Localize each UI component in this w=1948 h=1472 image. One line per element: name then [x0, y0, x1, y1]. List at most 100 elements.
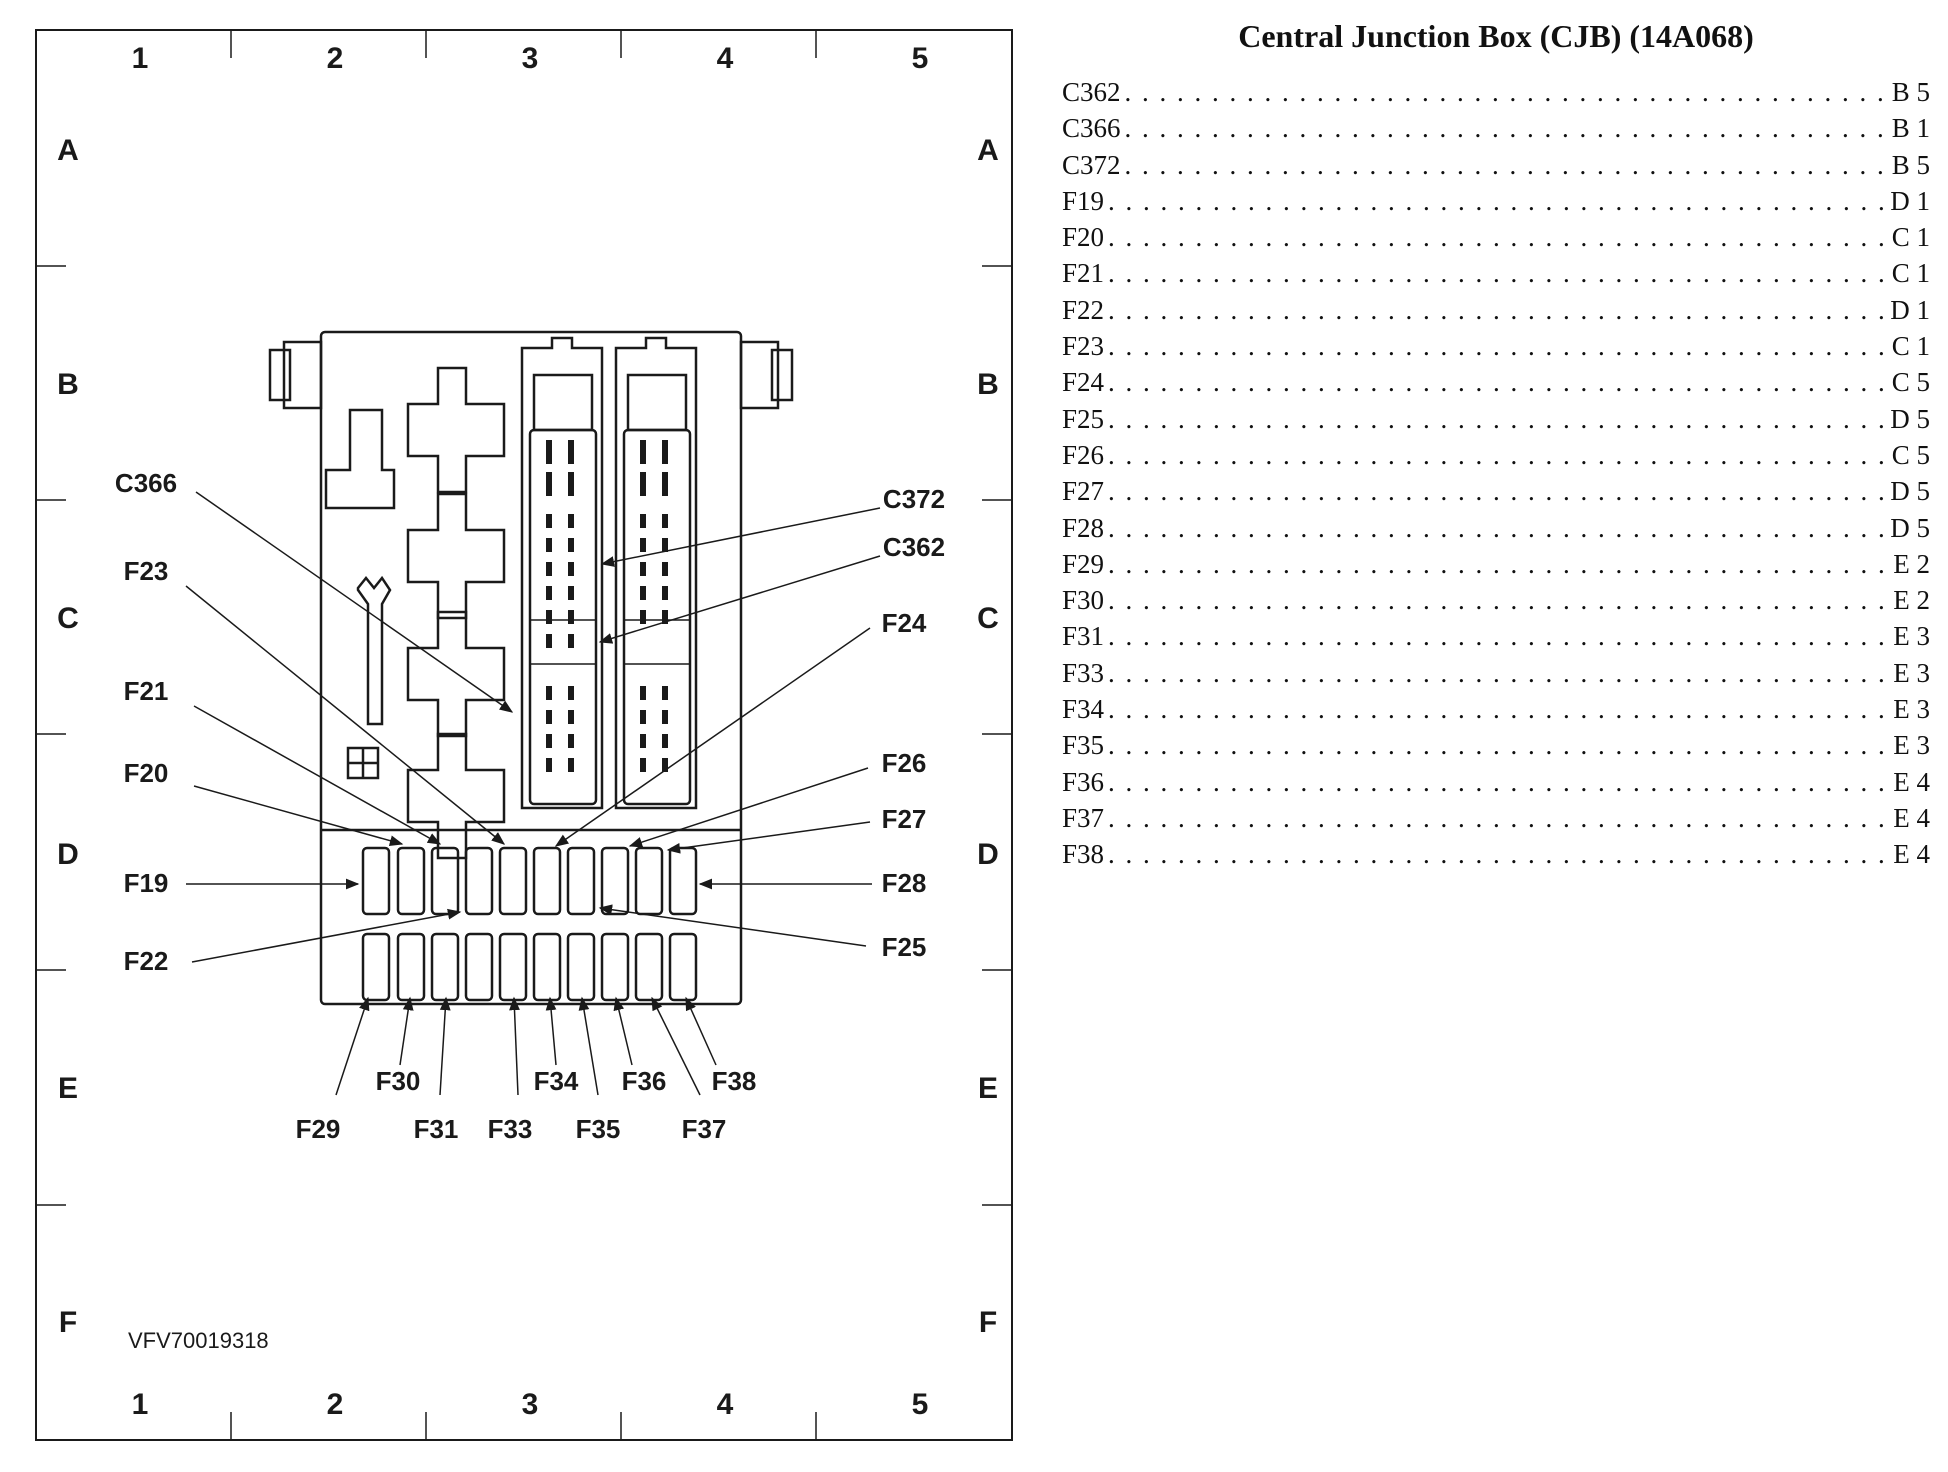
index-row-grid-location: C 1: [1891, 222, 1930, 253]
dot-leader: [1108, 839, 1889, 870]
grid-row-right-d: D: [977, 838, 999, 871]
index-row-grid-location: E 3: [1893, 694, 1930, 725]
index-row-component: F22: [1062, 294, 1105, 325]
callout-f29: F29: [296, 1114, 341, 1144]
callout-f23: F23: [124, 556, 169, 586]
dot-leader: [1108, 513, 1886, 544]
dot-leader: [1125, 150, 1888, 181]
callout-f28: F28: [882, 868, 927, 898]
index-row-grid-location: B 5: [1891, 77, 1930, 107]
index-row-component: C366: [1062, 113, 1121, 144]
grid-col-bottom-5: 5: [912, 1388, 929, 1421]
index-row: F38E 4: [1062, 839, 1930, 875]
index-row: F20C 1: [1062, 222, 1930, 258]
callout-c372: C372: [883, 484, 945, 514]
connector-dividers: [530, 619, 690, 665]
grid-col-bottom-2: 2: [327, 1388, 344, 1421]
dot-leader: [1108, 803, 1889, 834]
index-row: F37E 4: [1062, 803, 1930, 839]
dot-leader: [1125, 77, 1888, 108]
index-row: C372B 5: [1062, 150, 1930, 186]
index-row: F27D 5: [1062, 476, 1930, 512]
index-row-grid-location: C 5: [1891, 367, 1930, 398]
index-row-grid-location: C 1: [1891, 258, 1930, 289]
index-row-grid-location: E 2: [1893, 585, 1930, 616]
figure-code: VFV70019318: [128, 1328, 269, 1353]
grid-row-right-b: B: [977, 368, 999, 401]
fuse-row-lower: [361, 932, 698, 1002]
index-row: C366B 1: [1062, 113, 1930, 149]
connector-pins: [546, 440, 668, 772]
index-row-grid-location: E 3: [1893, 730, 1930, 761]
index-row: F35E 3: [1062, 730, 1930, 766]
grid-col-bottom-3: 3: [522, 1388, 539, 1421]
dot-leader: [1108, 440, 1888, 471]
index-row: F19D 1: [1062, 186, 1930, 222]
callout-f19: F19: [124, 868, 169, 898]
index-row-component: C362: [1062, 77, 1121, 107]
dot-leader: [1108, 585, 1889, 616]
callout-c362: C362: [883, 532, 945, 562]
index-row: F22D 1: [1062, 295, 1930, 331]
dot-leader: [1108, 621, 1889, 652]
dot-leader: [1125, 113, 1888, 144]
grid-row-right-e: E: [978, 1072, 998, 1105]
index-row-component: F21: [1062, 258, 1105, 289]
index-row: F31E 3: [1062, 621, 1930, 657]
index-list: C362B 5C366B 1C372B 5F19D 1F20C 1F21C 1F…: [1062, 77, 1930, 876]
index-row-component: F27: [1062, 476, 1105, 507]
callout-f27: F27: [882, 804, 927, 834]
grid-ticks: [36, 30, 1012, 1440]
callout-f20: F20: [124, 758, 169, 788]
index-row-component: F26: [1062, 439, 1105, 470]
index-row: F34E 3: [1062, 694, 1930, 730]
index-row-component: F28: [1062, 512, 1105, 543]
dot-leader: [1108, 767, 1889, 798]
index-row: F21 C 1: [1062, 258, 1930, 294]
callout-f21: F21: [124, 676, 169, 706]
dot-leader: [1108, 404, 1886, 435]
callout-f33: F33: [488, 1114, 533, 1144]
index-row: F28D 5: [1062, 513, 1930, 549]
grid-col-top-1: 1: [132, 42, 149, 75]
index-row-grid-location: E 4: [1893, 766, 1930, 797]
index-row-component: F29: [1062, 548, 1105, 579]
index-row-component: F36: [1062, 766, 1105, 797]
index-row: C362 B 5: [1062, 77, 1930, 113]
grid-col-top-3: 3: [522, 42, 539, 75]
index-row: F25D 5: [1062, 404, 1930, 440]
dot-leader: [1108, 730, 1889, 761]
grid-frame: [35, 29, 1013, 1441]
index-row: F24C 5: [1062, 367, 1930, 403]
index-row-grid-location: C 1: [1891, 331, 1930, 362]
grid-row-left-b: B: [57, 368, 79, 401]
index-title: Central Junction Box (CJB) (14A068): [1238, 18, 1754, 54]
callout-f31: F31: [414, 1114, 459, 1144]
index-row-component: F19: [1062, 185, 1105, 216]
index-row: F29 E 2: [1062, 549, 1930, 585]
index-row: F23C 1: [1062, 331, 1930, 367]
dot-leader: [1108, 658, 1889, 689]
index-row-grid-location: E 3: [1893, 657, 1930, 688]
callout-f22: F22: [124, 946, 169, 976]
index-row: F33 E 3: [1062, 658, 1930, 694]
callout-f24: F24: [882, 608, 927, 638]
index-row-grid-location: D 5: [1890, 403, 1930, 434]
callout-f38: F38: [712, 1066, 757, 1096]
grid-row-left-a: A: [57, 134, 79, 167]
index-row-grid-location: E 4: [1893, 839, 1930, 870]
grid-row-left-e: E: [58, 1072, 78, 1105]
callout-f36: F36: [622, 1066, 667, 1096]
index-row-grid-location: E 2: [1893, 548, 1930, 579]
cjb-diagram: 1 2 3 4 5 1 2 3 4 5 A B C D E F A B C D …: [35, 29, 1013, 1441]
index-row: F26 C 5: [1062, 440, 1930, 476]
index-row-component: F37: [1062, 802, 1105, 833]
grid-col-bottom-1: 1: [132, 1388, 149, 1421]
dot-leader: [1108, 476, 1886, 507]
dot-leader: [1108, 367, 1888, 398]
index-row-component: F33: [1062, 657, 1105, 688]
grid-row-left-f: F: [59, 1306, 77, 1339]
component-location-index: Central Junction Box (CJB) (14A068) C362…: [1062, 0, 1930, 876]
index-row-grid-location: C 5: [1891, 439, 1930, 470]
grid-col-top-5: 5: [912, 42, 929, 75]
